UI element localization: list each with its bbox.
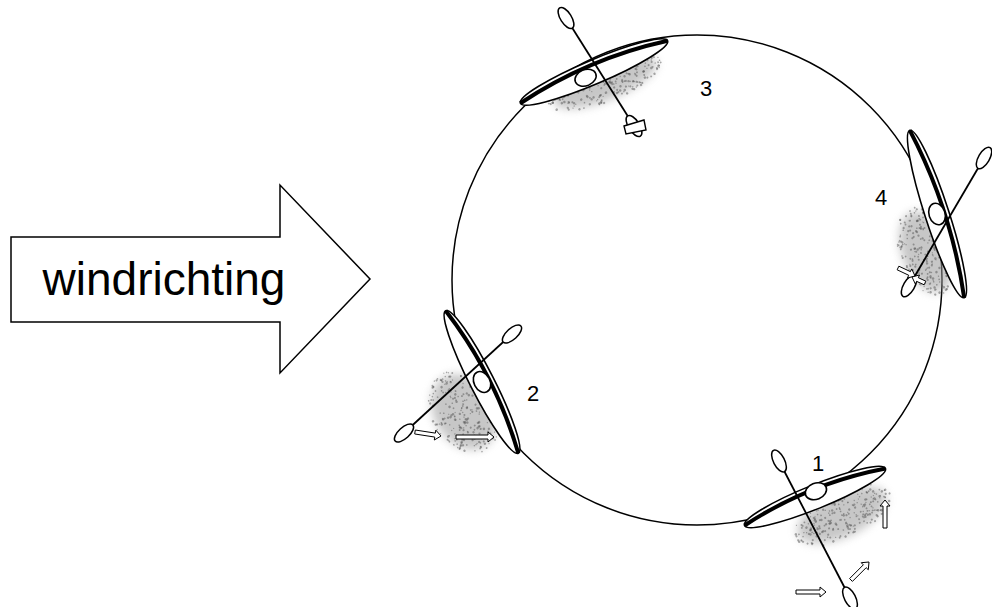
wind-label: windrichting: [43, 256, 286, 302]
course-circle: [452, 35, 942, 525]
paddle: [391, 322, 524, 445]
motion-arrow: [880, 500, 890, 528]
motion-arrow: [912, 275, 926, 285]
motion-arrow: [456, 432, 494, 442]
motion-arrow: [415, 430, 441, 440]
paddle-blade: [624, 120, 646, 134]
kayak-hull: [435, 305, 529, 458]
motion-arrow: [796, 587, 826, 597]
callout-number: 3: [700, 78, 712, 100]
kayak-group: [391, 5, 992, 607]
callout-number: 4: [875, 187, 887, 209]
callout-number: 2: [527, 383, 539, 405]
wind-arrow: windrichting: [10, 183, 372, 375]
paddle: [555, 5, 645, 139]
motion-arrow: [897, 266, 915, 278]
motion-arrow: [850, 562, 869, 581]
paddle: [769, 448, 861, 607]
kayak-hull: [516, 30, 673, 115]
callout-number: 1: [812, 453, 824, 475]
